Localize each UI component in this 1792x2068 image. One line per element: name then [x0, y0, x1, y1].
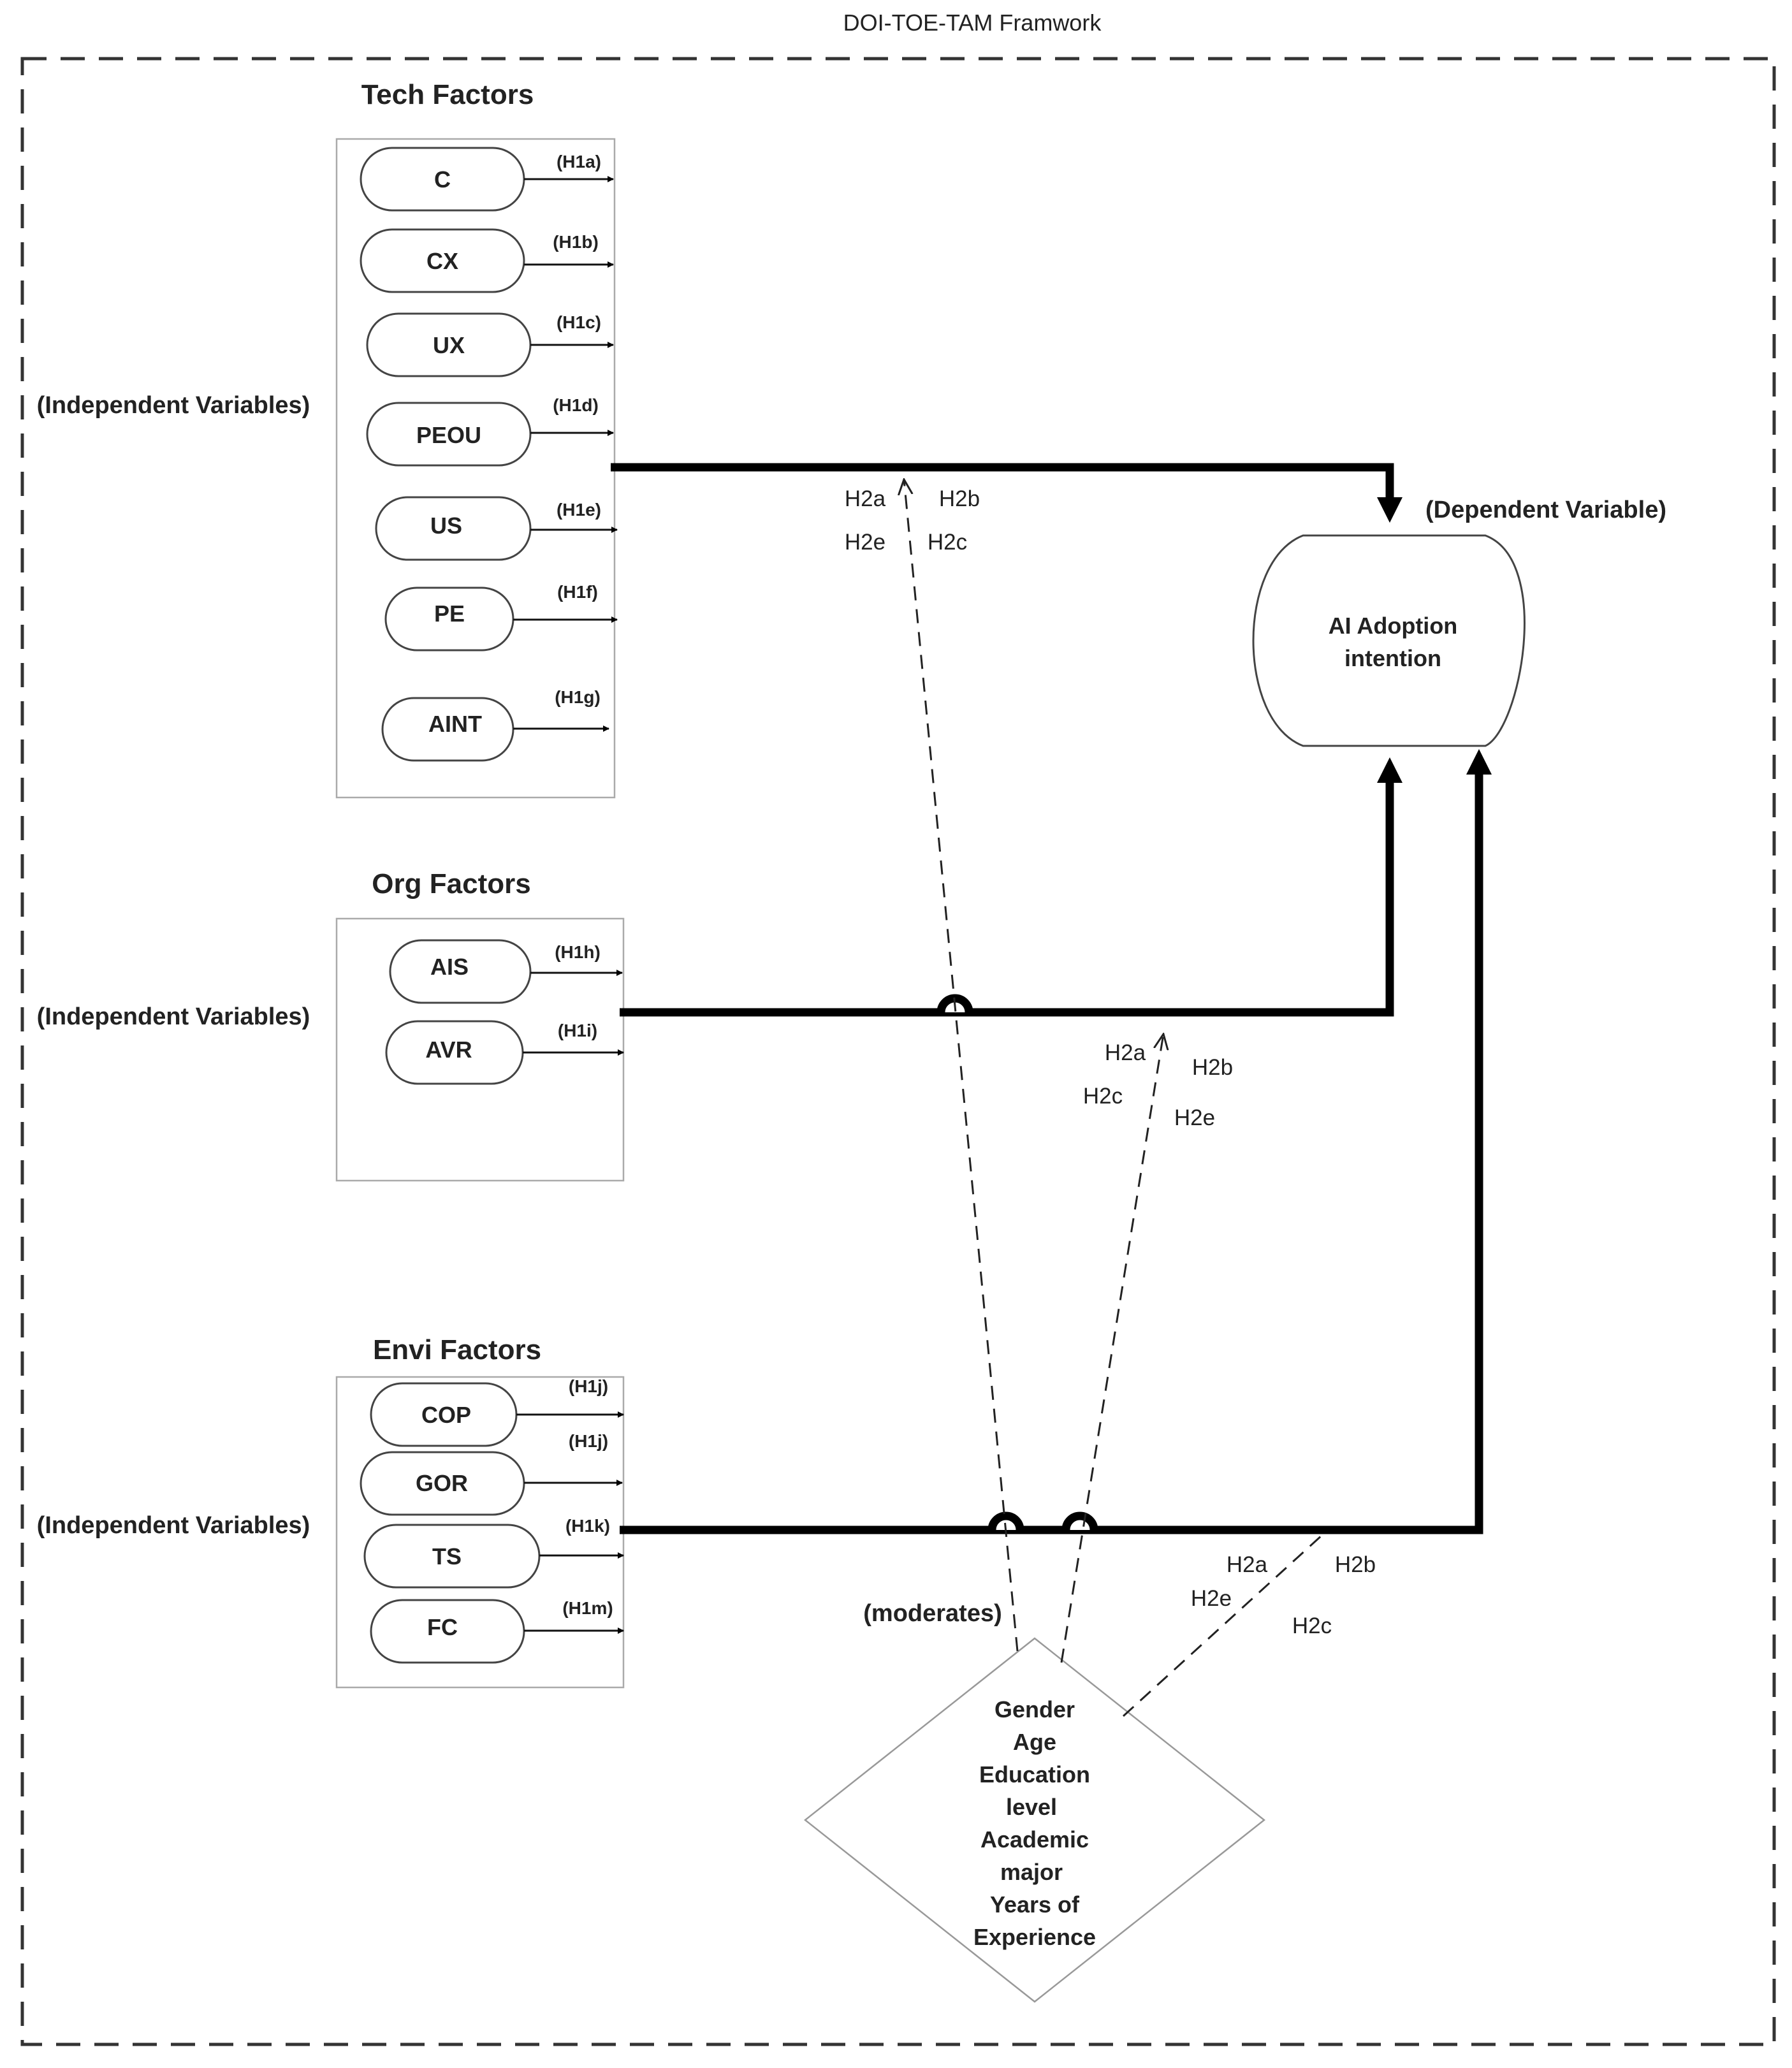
outcome-line-1: AI Adoption	[1329, 613, 1458, 639]
var-label: PEOU	[416, 422, 481, 448]
hypothesis-label: (H1j)	[569, 1431, 608, 1451]
moderation-arrow-org	[1060, 1034, 1163, 1663]
envi-var-ts: TS (H1k)	[363, 1516, 624, 1589]
outer-frame	[20, 57, 1776, 2046]
var-label: UX	[433, 332, 465, 358]
independent-label-envi: (Independent Variables)	[37, 1512, 310, 1539]
diagram-title: DOI-TOE-TAM Framwork	[843, 10, 1102, 36]
h2-label: H2a	[1227, 1552, 1268, 1577]
ai-adoption-node	[1252, 534, 1526, 747]
outcome-line-2: intention	[1344, 645, 1441, 671]
independent-label-org: (Independent Variables)	[37, 1003, 310, 1030]
hypothesis-label: (H1f)	[557, 582, 598, 602]
moderator-education: Education	[979, 1761, 1090, 1788]
hypothesis-label: (H1c)	[557, 312, 601, 332]
h2-label: H2a	[1105, 1040, 1146, 1065]
hypothesis-label: (H1m)	[562, 1598, 613, 1618]
moderator-experience: Experience	[973, 1924, 1096, 1950]
h2-label: H2c	[1292, 1613, 1332, 1638]
line-jump	[1061, 1511, 1098, 1531]
var-pill	[366, 402, 532, 467]
moderator-age: Age	[1013, 1729, 1056, 1755]
var-label: TS	[432, 1543, 462, 1569]
moderator-diamond	[803, 1637, 1266, 2003]
var-label: AVR	[425, 1037, 472, 1063]
hypothesis-label: (H1h)	[555, 942, 601, 962]
tech-var-aint: AINT (H1g)	[381, 687, 609, 762]
envi-factors-title: Envi Factors	[373, 1334, 541, 1365]
h2-label: H2c	[1083, 1084, 1123, 1109]
moderates-label: (moderates)	[863, 1600, 1002, 1627]
org-var-ais: AIS (H1h)	[389, 939, 623, 1004]
var-label: PE	[434, 601, 465, 627]
org-var-avr: AVR (H1i)	[385, 1020, 624, 1085]
h2-label: H2b	[1335, 1552, 1376, 1577]
var-pill	[375, 496, 532, 561]
moderation-arrow-tech	[904, 479, 1019, 1652]
tech-var-ux: UX (H1c)	[366, 312, 614, 377]
envi-var-cop: COP (H1j)	[370, 1376, 624, 1447]
h2-label: H2a	[845, 486, 886, 511]
var-label: AINT	[428, 711, 482, 737]
var-pill	[360, 228, 525, 293]
moderator-major: major	[1000, 1859, 1063, 1885]
var-label: C	[434, 166, 451, 193]
h2-label: H2b	[1192, 1055, 1233, 1080]
h2-label: H2c	[928, 530, 967, 555]
tech-var-us: US (H1e)	[375, 496, 618, 561]
hypothesis-label: (H1e)	[557, 500, 601, 520]
dependent-label: (Dependent Variable)	[1425, 497, 1666, 523]
h2-label: H2e	[845, 530, 885, 555]
envi-var-fc: FC (H1m)	[370, 1598, 624, 1664]
hypothesis-label: (H1d)	[553, 395, 599, 415]
var-label: GOR	[416, 1470, 468, 1496]
org-factors-title: Org Factors	[372, 868, 530, 899]
tech-factors-title: Tech Factors	[361, 79, 534, 110]
envi-var-gor: GOR (H1j)	[360, 1431, 623, 1516]
tech-var-pe: PE (H1f)	[384, 582, 618, 652]
var-label: COP	[421, 1402, 471, 1428]
h2-label: H2e	[1191, 1586, 1232, 1611]
h2-label: H2b	[939, 486, 980, 511]
hypothesis-label: (H1j)	[569, 1376, 608, 1396]
moderator-years-of: Years of	[990, 1891, 1080, 1918]
hypothesis-label: (H1a)	[557, 152, 601, 171]
hypothesis-label: (H1i)	[558, 1021, 597, 1040]
hypothesis-label: (H1k)	[565, 1516, 610, 1536]
tech-var-c: C (H1a)	[360, 147, 614, 212]
envi-to-adoption-path	[620, 749, 1492, 1534]
var-pill	[389, 939, 532, 1004]
moderator-gender: Gender	[994, 1696, 1075, 1722]
independent-label-tech: (Independent Variables)	[37, 392, 310, 419]
tech-var-cx: CX (H1b)	[360, 228, 614, 293]
tech-var-peou: PEOU (H1d)	[366, 395, 614, 467]
moderator-level: level	[1006, 1794, 1057, 1820]
var-label: AIS	[430, 954, 469, 980]
var-label: FC	[427, 1614, 458, 1640]
hypothesis-label: (H1b)	[553, 232, 599, 252]
tech-to-adoption-path	[611, 463, 1402, 523]
var-label: US	[430, 513, 462, 539]
h2-label: H2e	[1174, 1105, 1215, 1130]
moderator-academic: Academic	[980, 1826, 1089, 1853]
org-to-adoption-path	[620, 757, 1402, 1017]
hypothesis-label: (H1g)	[555, 687, 601, 707]
var-label: CX	[426, 248, 458, 274]
